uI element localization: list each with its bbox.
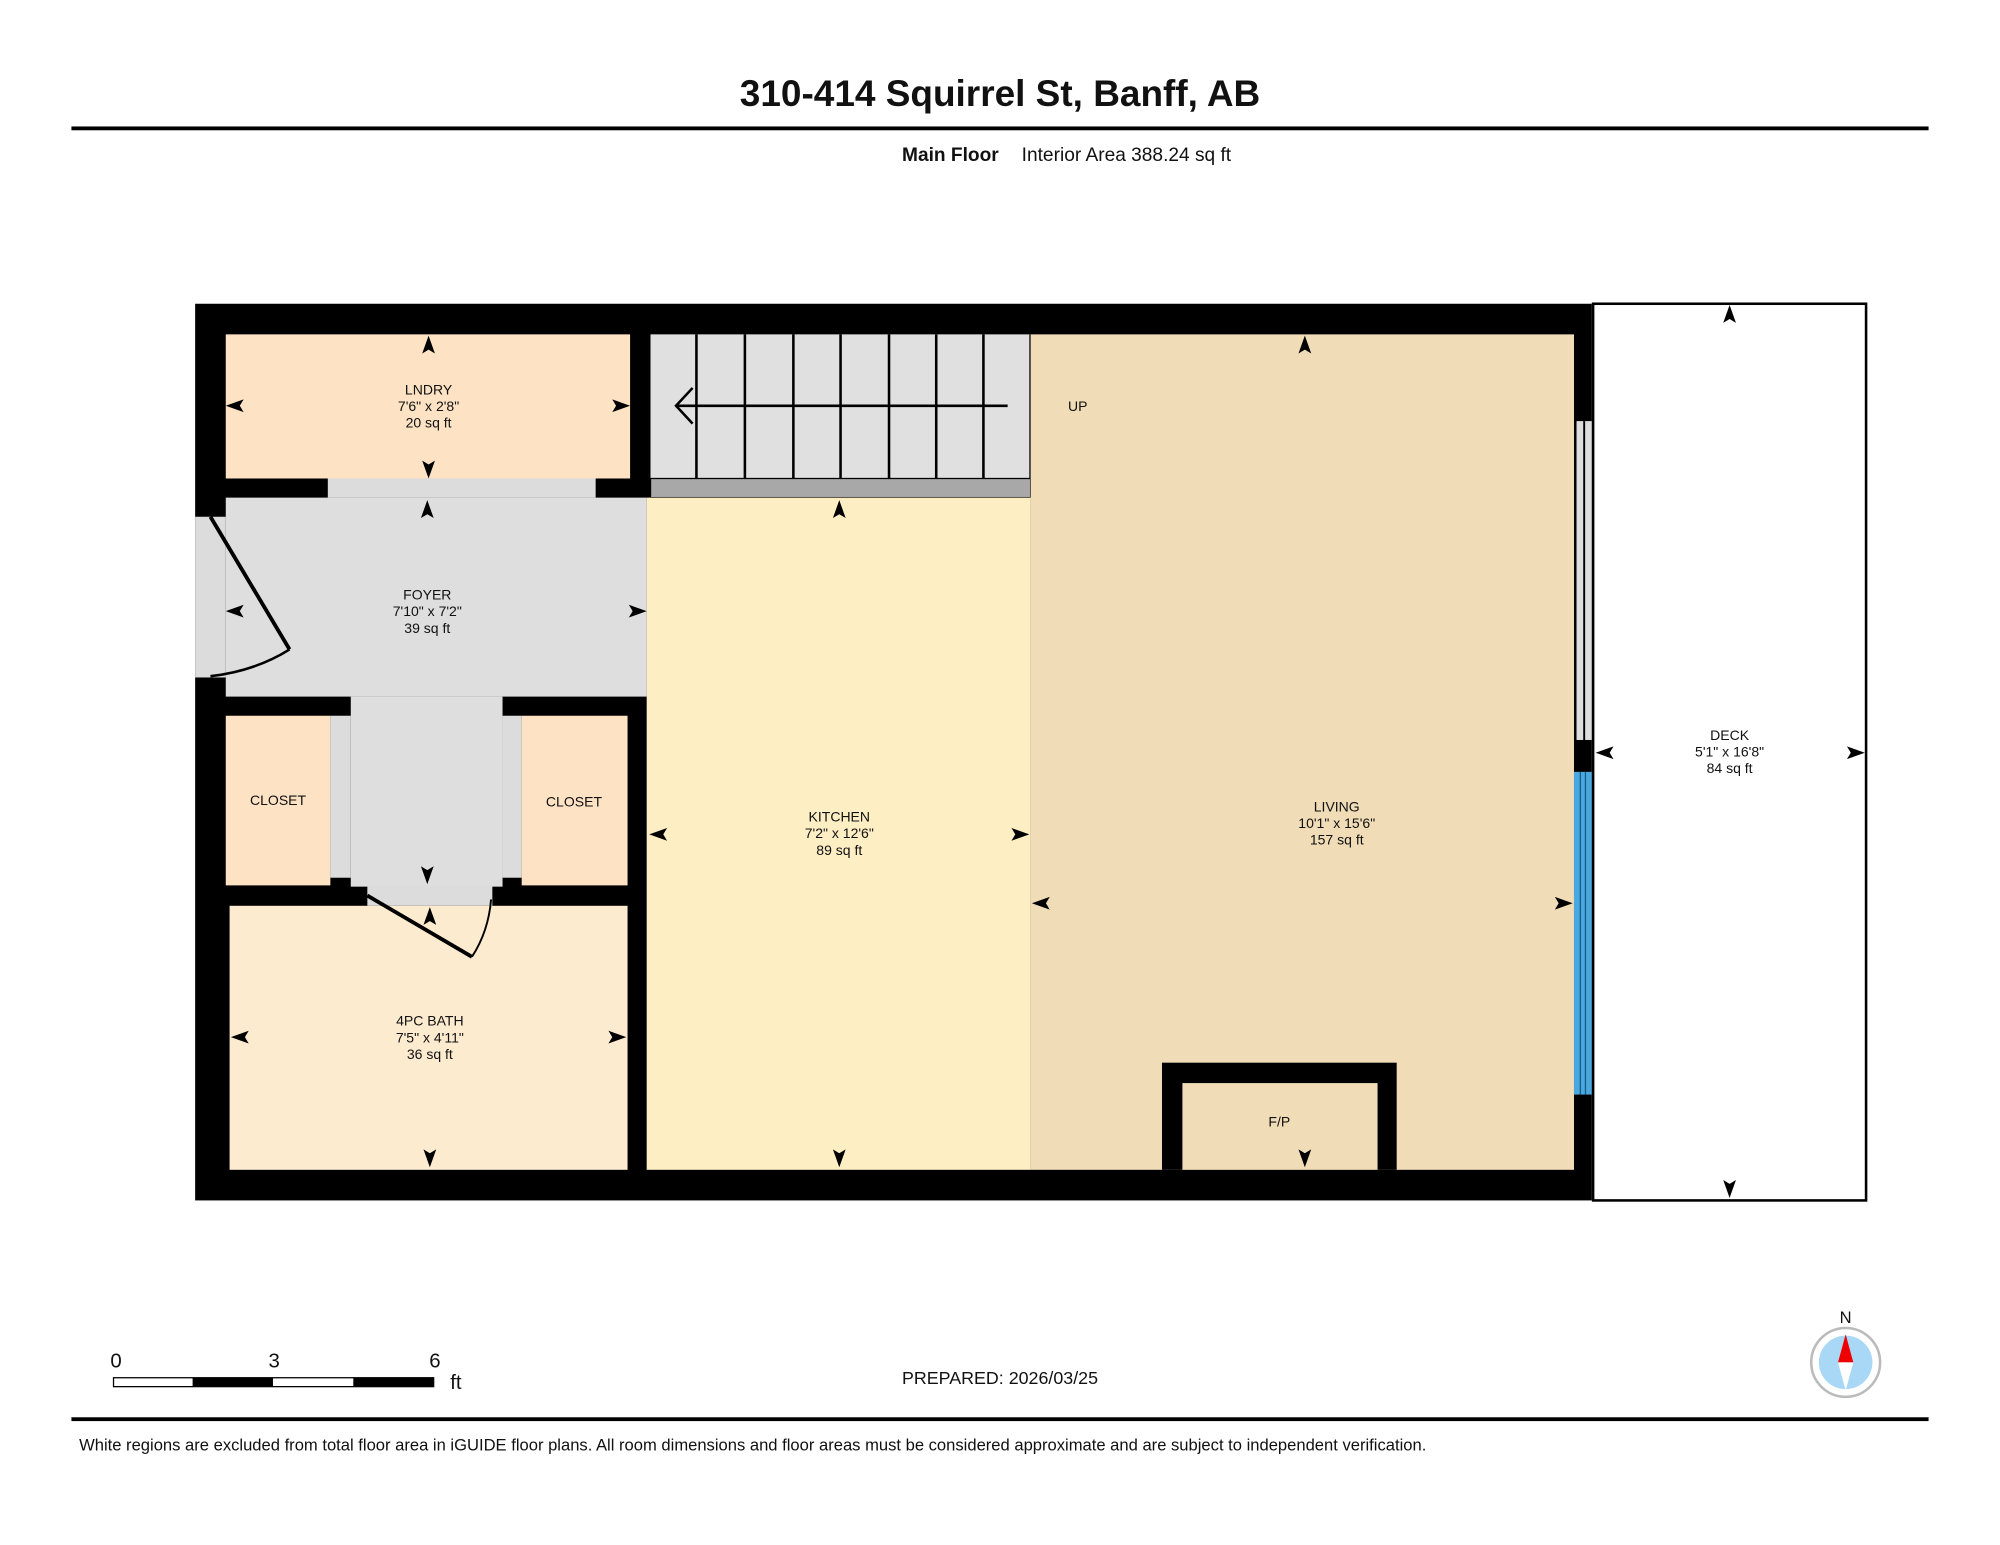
scale-label-6: 6 xyxy=(429,1351,440,1373)
room-closet-right xyxy=(521,715,628,886)
kitchen-name: KITCHEN xyxy=(809,809,871,825)
kitchen-area: 89 sq ft xyxy=(816,842,862,858)
entry-door-opening xyxy=(195,516,226,678)
fireplace-hearth xyxy=(1182,1083,1378,1170)
header-divider xyxy=(71,126,1929,131)
deck-area: 84 sq ft xyxy=(1707,760,1753,776)
living-dims: 10'1" x 15'6" xyxy=(1298,815,1375,831)
entry-door-swing xyxy=(208,515,292,678)
laundry-dims: 7'6" x 2'8" xyxy=(398,398,459,414)
compass-icon: N xyxy=(1809,1308,1882,1399)
page-title: 310-414 Squirrel St, Banff, AB xyxy=(740,73,1260,114)
kitchen-dims: 7'2" x 12'6" xyxy=(805,825,874,841)
room-bath xyxy=(229,905,628,1170)
bath-dims: 7'5" x 4'11" xyxy=(396,1029,464,1045)
room-kitchen xyxy=(646,497,1031,1170)
scale-label-3: 3 xyxy=(269,1351,280,1373)
bath-name: 4PC BATH xyxy=(396,1013,463,1029)
laundry-opening xyxy=(327,478,596,498)
staircase xyxy=(649,334,1032,499)
foyer-hall xyxy=(350,696,503,887)
scale-unit: ft xyxy=(450,1372,462,1394)
disclaimer: White regions are excluded from total fl… xyxy=(79,1435,1426,1454)
scale-label-0: 0 xyxy=(110,1351,121,1373)
stairs-up-label: UP xyxy=(1068,398,1087,414)
closet-left-door xyxy=(330,715,351,878)
foyer-dims: 7'10" x 7'2" xyxy=(393,603,462,619)
room-closet-left xyxy=(225,715,331,886)
foyer-area: 39 sq ft xyxy=(404,620,450,636)
foyer-name: FOYER xyxy=(403,587,451,603)
deck-dims: 5'1" x 16'8" xyxy=(1695,744,1764,760)
room-foyer xyxy=(225,497,647,697)
bath-area: 36 sq ft xyxy=(407,1046,453,1062)
interior-area: Interior Area 388.24 sq ft xyxy=(1022,145,1232,166)
fireplace-label: F/P xyxy=(1268,1113,1290,1129)
bath-door-swing xyxy=(366,893,493,959)
scale-bar: 0 3 6 ft xyxy=(110,1351,462,1395)
living-area: 157 sq ft xyxy=(1310,832,1364,848)
room-deck xyxy=(1591,302,1868,1202)
room-laundry xyxy=(225,334,631,479)
bath-door-opening xyxy=(367,885,493,906)
window xyxy=(1573,771,1592,1095)
laundry-name: LNDRY xyxy=(405,381,453,397)
compass-north-label: N xyxy=(1840,1308,1852,1327)
floor-name: Main Floor xyxy=(902,145,999,166)
deck-name: DECK xyxy=(1710,727,1750,743)
closet-right-door xyxy=(502,715,522,878)
prepared-date: PREPARED: 2026/03/25 xyxy=(902,1368,1098,1388)
closet-right-name: CLOSET xyxy=(546,793,603,809)
closet-left-name: CLOSET xyxy=(250,792,307,808)
room-living xyxy=(1030,334,1574,1170)
footer-divider xyxy=(71,1417,1929,1422)
living-name: LIVING xyxy=(1314,798,1360,814)
laundry-area: 20 sq ft xyxy=(406,414,452,430)
